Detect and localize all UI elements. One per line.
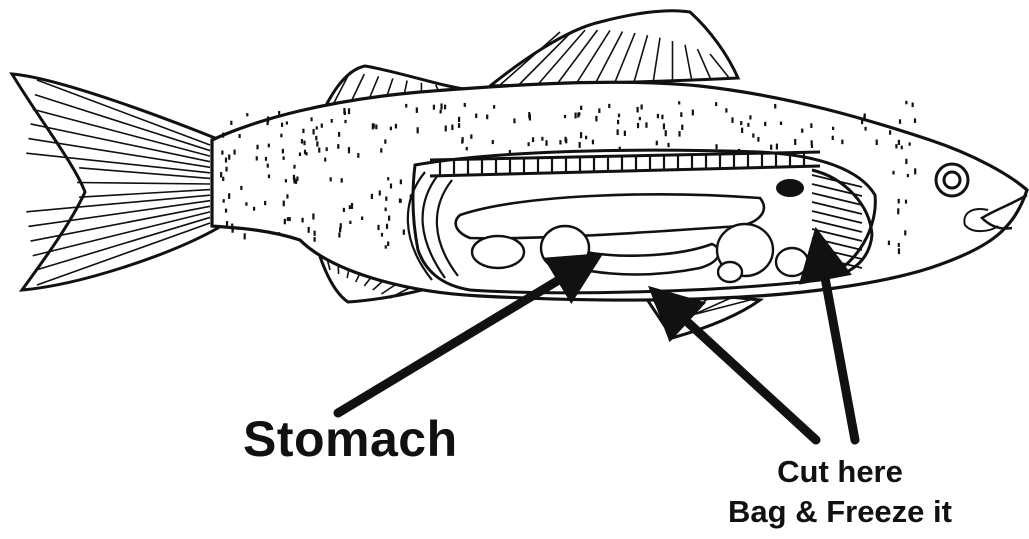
stomach-label: Stomach [243, 410, 458, 468]
cut-here-label: Cut here [690, 452, 990, 492]
cut-instructions: Cut here Bag & Freeze it [690, 452, 990, 532]
dorsal-fin-rear [490, 11, 738, 86]
stomach-cut-arrow [658, 295, 816, 440]
bag-freeze-label: Bag & Freeze it [690, 492, 990, 532]
tail-fin [12, 74, 218, 290]
